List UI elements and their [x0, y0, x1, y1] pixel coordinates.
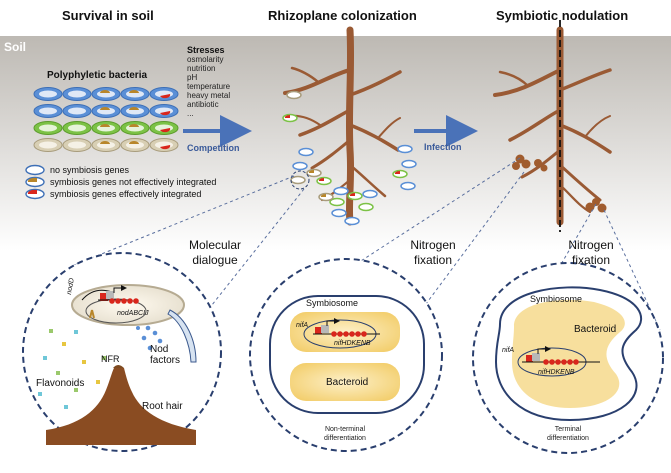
nod-factors-label: Nod factors	[150, 344, 180, 366]
stress-item: osmolarity	[187, 55, 224, 64]
stress-item: antibiotic	[187, 100, 219, 109]
nitrogen-b-line-2: fixation	[571, 253, 611, 267]
bacteria-row-tan	[33, 138, 179, 152]
bacteroid-label-b: Bacteroid	[574, 324, 617, 335]
header-survival: Survival in soil	[62, 8, 154, 23]
detail-circle-non-terminal	[249, 258, 443, 452]
nodules	[512, 154, 607, 213]
nitrogen-a-line-2: fixation	[413, 253, 453, 267]
nfr-label: NFR	[101, 354, 120, 364]
legend-item-none: no symbiosis genes	[50, 165, 130, 175]
symbiosome-label-b: Symbiosome	[530, 294, 583, 304]
nitrogen-fixation-label-b: Nitrogen fixation	[556, 238, 626, 268]
gene-nodABCIJ: nodABCIJ	[117, 310, 149, 317]
stresses-block: Stresses osmolarity nutrition pH tempera…	[187, 45, 231, 119]
nitrogen-a-line-1: Nitrogen	[410, 238, 456, 252]
root-hair-label: Root hair	[142, 401, 183, 412]
molecular-line-2: dialogue	[192, 253, 238, 267]
flavonoids-label: Flavonoids	[36, 378, 85, 389]
bacteria-row-blue	[33, 87, 179, 101]
gene-nifA-a: nifA	[296, 322, 309, 329]
nod-factors-line-1: Nod	[150, 344, 169, 355]
gene-nifHDKENB-a: nifHDKENB	[334, 340, 371, 347]
terminal-line-2: differentiation	[547, 435, 589, 442]
nitrogen-fixation-label-a: Nitrogen fixation	[398, 238, 468, 268]
nitrogen-b-line-1: Nitrogen	[568, 238, 614, 252]
detail-circle-molecular-dialogue	[22, 252, 222, 452]
symbiosome-label-a: Symbiosome	[306, 298, 359, 308]
header-rhizoplane: Rhizoplane colonization	[268, 8, 417, 23]
non-terminal-label: Non-terminal differentiation	[300, 425, 390, 443]
competition-label: Competition	[187, 143, 240, 153]
stress-item: pH	[187, 73, 198, 82]
soil-label: Soil	[4, 40, 27, 54]
nod-factor-particles	[136, 325, 163, 351]
non-terminal-line-2: differentiation	[324, 435, 366, 442]
infection-label: Infection	[424, 142, 462, 152]
stress-item: nutrition	[187, 64, 216, 73]
root-bacteria-middle	[282, 90, 417, 226]
detail-circle-terminal	[472, 262, 664, 454]
bacteroid-label-a: Bacteroid	[326, 377, 369, 388]
magnify-origin-circle	[290, 170, 310, 190]
legend-item-not-integrated: symbiosis genes not effectively integrat…	[50, 177, 217, 187]
legend-icons	[25, 164, 45, 200]
root-hair-shape	[46, 368, 196, 445]
legend-item-integrated: symbiosis genes effectively integrated	[50, 189, 202, 199]
stresses-title: Stresses	[187, 45, 225, 55]
terminal-label: Terminal differentiation	[528, 425, 608, 443]
gene-nifHDKENB-b: nifHDKENB	[538, 369, 575, 376]
legend-icon-none	[25, 164, 45, 176]
molecular-line-1: Molecular	[188, 238, 242, 252]
non-terminal-line-1: Non-terminal	[324, 426, 366, 433]
bacteria-title: Polyphyletic bacteria	[47, 70, 148, 81]
bacteria-grid	[33, 87, 179, 152]
bacteria-row-green	[33, 121, 179, 135]
stress-item: temperature	[187, 82, 231, 91]
terminal-line-1: Terminal	[554, 426, 582, 433]
nod-factors-line-2: factors	[150, 355, 181, 366]
gene-nifA-b: nifA	[502, 347, 515, 354]
flavonoid-particles	[38, 329, 106, 409]
molecular-dialogue-label: Molecular dialogue	[175, 238, 255, 268]
stress-item: ...	[187, 109, 194, 118]
root-system-middle	[283, 26, 402, 226]
stress-item: heavy metal	[187, 91, 231, 100]
bacteria-row-blue-2	[33, 104, 179, 118]
header-nodulation: Symbiotic nodulation	[496, 8, 629, 23]
